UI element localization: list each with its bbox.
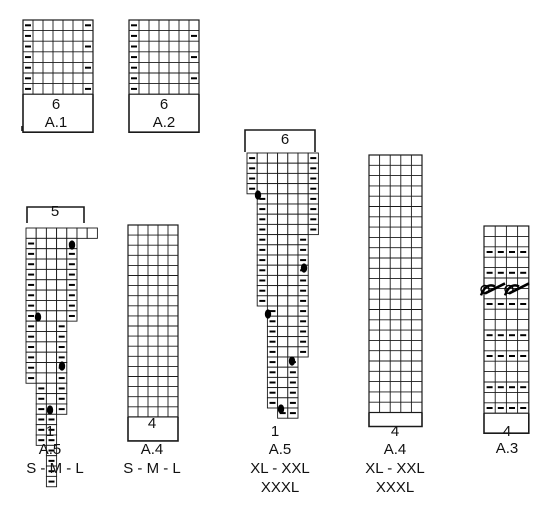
- a1-bracket: [22, 94, 94, 133]
- cable-twist-bar: [508, 282, 530, 295]
- a5-sml-chart-name: A.5: [38, 441, 62, 458]
- a5-xl-top-bracket: [244, 129, 316, 152]
- a2-chart-grid: [128, 19, 200, 95]
- a4-sml-sizes: S - M - L: [123, 460, 181, 477]
- increase-dot: [277, 404, 285, 414]
- increase-dot: [264, 309, 272, 319]
- a4-sml-chart-grid: [127, 224, 179, 418]
- a5-xl-chart-name: A.5: [268, 441, 292, 458]
- a5-xl-stitch-count: 1: [270, 423, 280, 440]
- a2-bracket: [128, 94, 200, 133]
- cable-twist-bar: [484, 282, 506, 295]
- increase-dot: [68, 240, 76, 250]
- increase-dot: [58, 361, 66, 371]
- a1-stitch-count: 6: [51, 96, 61, 113]
- increase-dot: [300, 263, 308, 273]
- a2-chart-name: A.2: [152, 114, 176, 131]
- a5-xl-sizes-line1: XL - XXL: [250, 460, 310, 477]
- a5-sml-stitch-count: 1: [45, 423, 55, 440]
- a3-bracket: [483, 413, 530, 434]
- a4-xl-sizes-line2: XXXL: [375, 479, 415, 496]
- a5-sml-top-bracket: [26, 206, 85, 223]
- a5-xl-top-count: 6: [280, 131, 290, 148]
- a4-xl-sizes-line1: XL - XXL: [365, 460, 425, 477]
- a4-xl-stitch-count: 4: [390, 423, 400, 440]
- increase-dot: [34, 312, 42, 322]
- a3-chart-name: A.3: [495, 440, 519, 457]
- a5-sml-sizes: S - M - L: [26, 460, 84, 477]
- a4-xl-chart-grid: [368, 154, 423, 414]
- a2-stitch-count: 6: [159, 96, 169, 113]
- a4-sml-chart-name: A.4: [140, 441, 164, 458]
- a3-chart-grid: [483, 225, 530, 414]
- increase-dot: [254, 190, 262, 200]
- a1-chart-name: A.1: [44, 114, 68, 131]
- a5-sml-top-count: 5: [50, 203, 60, 220]
- a3-stitch-count: 4: [502, 423, 512, 440]
- increase-dot: [46, 405, 54, 415]
- increase-dot: [288, 356, 296, 366]
- a4-xl-chart-name: A.4: [383, 441, 407, 458]
- a4-sml-bracket: [127, 416, 179, 442]
- a5-xl-sizes-line2: XXXL: [260, 479, 300, 496]
- a4-sml-stitch-count: 4: [147, 415, 157, 432]
- a1-chart-grid: [22, 19, 94, 95]
- a4-xl-bracket: [368, 412, 423, 428]
